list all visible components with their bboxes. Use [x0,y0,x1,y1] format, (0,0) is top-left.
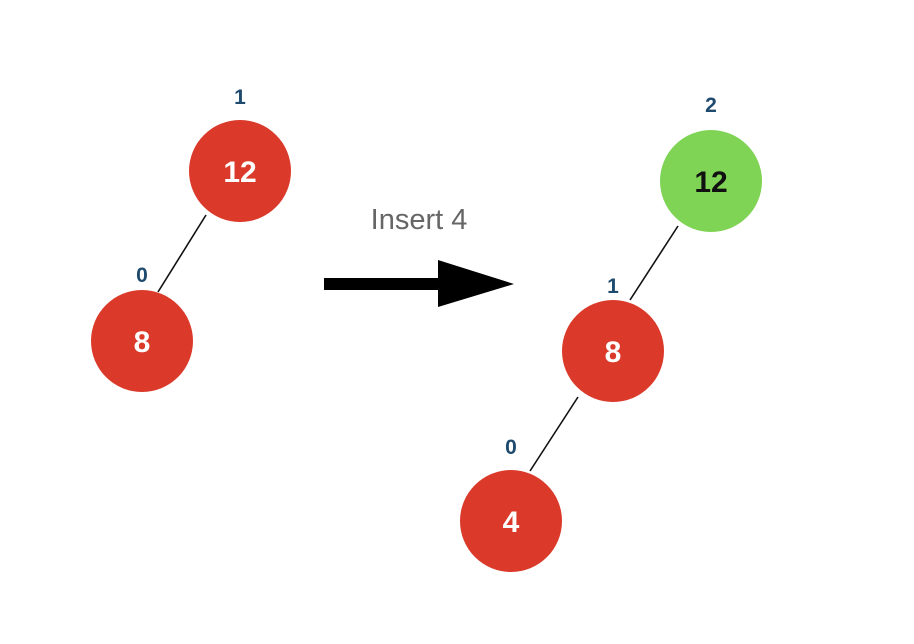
after-node-8-height-label: 1 [607,275,619,298]
after-node-4-circle [460,470,562,572]
edge-after-8-4 [529,396,579,472]
after-node-12-circle [660,130,762,232]
before-node-8-height-label: 0 [136,264,148,287]
after-node-8: 8 1 [562,275,664,402]
after-node-8-circle [562,300,664,402]
after-node-12-value: 12 [694,166,727,199]
after-tree: 12 2 8 1 4 0 [460,94,762,572]
edge-after-12-8 [629,225,679,301]
before-node-12-height-label: 1 [234,86,246,109]
arrow-head [438,260,514,307]
after-node-12-height-label: 2 [705,94,717,117]
before-node-8-circle [91,290,193,392]
right-arrow [324,260,514,307]
after-node-4: 4 0 [460,436,562,572]
before-node-12-value: 12 [223,156,256,189]
arrow-shaft [324,278,440,290]
after-node-4-height-label: 0 [505,436,517,459]
before-tree: 12 1 8 0 [91,86,291,392]
edge-before-12-8 [157,214,207,293]
insert-caption: Insert 4 [371,204,468,236]
after-node-4-value: 4 [503,506,520,539]
before-node-12: 12 1 [189,86,291,222]
before-node-12-circle [189,120,291,222]
after-node-8-value: 8 [605,336,622,369]
before-node-8: 8 0 [91,264,193,392]
after-node-12: 12 2 [660,94,762,232]
before-node-8-value: 8 [134,326,151,359]
